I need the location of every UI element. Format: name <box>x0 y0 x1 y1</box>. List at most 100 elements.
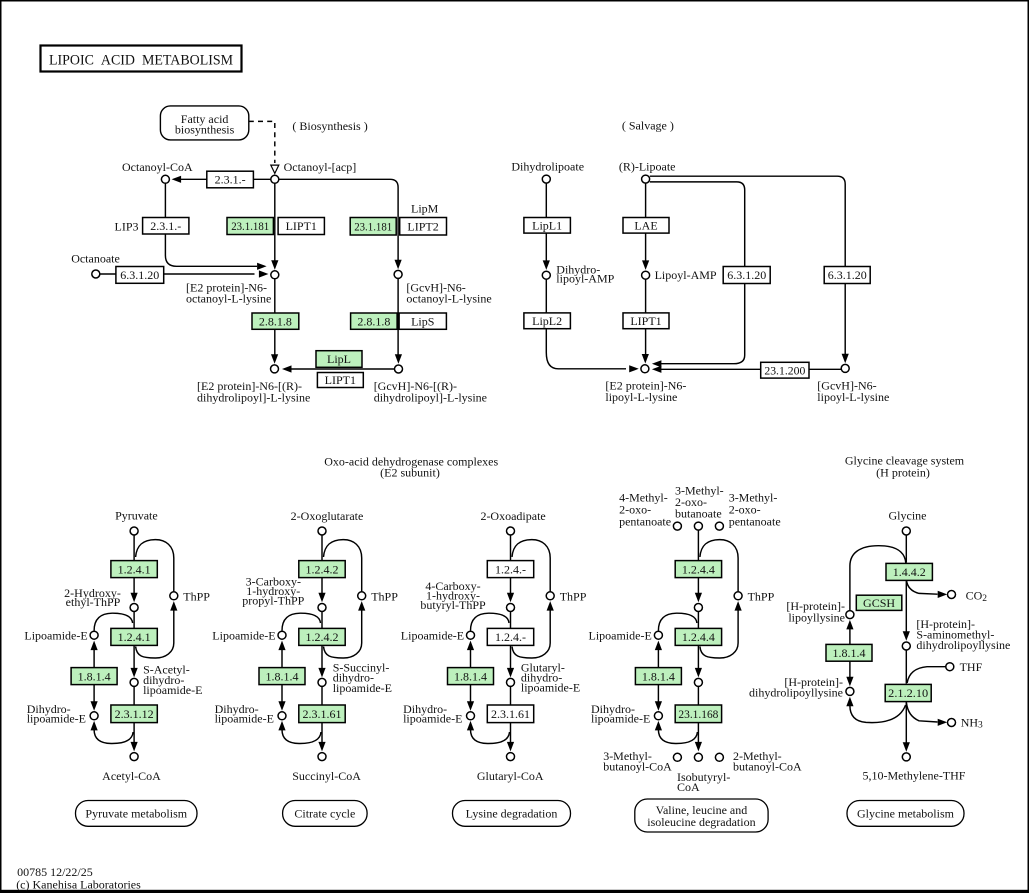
svg-text:Glutaryl-: Glutaryl- <box>521 660 565 674</box>
svg-text:Citrate cycle: Citrate cycle <box>294 807 355 821</box>
svg-text:2.3.1.-: 2.3.1.- <box>150 219 181 233</box>
svg-text:Dihydrolipoate: Dihydrolipoate <box>511 159 584 173</box>
svg-text:Succinyl-CoA: Succinyl-CoA <box>292 769 361 783</box>
svg-text:Dihydro-: Dihydro- <box>403 702 447 716</box>
svg-text:23.1.181: 23.1.181 <box>354 219 392 233</box>
svg-text:GCSH: GCSH <box>863 596 895 610</box>
svg-text:ThPP: ThPP <box>183 589 210 603</box>
svg-text:2-Hydroxy-: 2-Hydroxy- <box>64 586 121 600</box>
svg-text:6.3.1.20: 6.3.1.20 <box>727 268 766 282</box>
svg-text:Dihydro-: Dihydro- <box>591 702 635 716</box>
svg-text:1-hydroxy-: 1-hydroxy- <box>246 584 300 598</box>
svg-text:dihydrolipoyl]-L-lysine: dihydrolipoyl]-L-lysine <box>197 391 310 405</box>
svg-text:Isobutyryl-: Isobutyryl- <box>677 770 730 784</box>
svg-text:[H-protein]-: [H-protein]- <box>786 599 845 613</box>
svg-text:ethyl-ThPP: ethyl-ThPP <box>66 595 121 609</box>
svg-text:Lipoamide-E: Lipoamide-E <box>401 628 464 642</box>
svg-text:( Biosynthesis ): ( Biosynthesis ) <box>292 119 367 133</box>
svg-text:1.8.1.4: 1.8.1.4 <box>266 669 299 683</box>
svg-text:LAE: LAE <box>634 219 657 233</box>
svg-text:lipoamide-E: lipoamide-E <box>143 683 202 697</box>
svg-text:lipoyl-L-lysine: lipoyl-L-lysine <box>605 390 677 404</box>
svg-text:1.2.4.2: 1.2.4.2 <box>306 630 339 644</box>
svg-text:S-aminomethyl-: S-aminomethyl- <box>916 627 994 641</box>
svg-text:pentanoate: pentanoate <box>729 515 781 529</box>
svg-text:Pyruvate metabolism: Pyruvate metabolism <box>85 807 187 821</box>
svg-text:(c) Kanehisa Laboratories: (c) Kanehisa Laboratories <box>16 878 141 892</box>
svg-text:6.3.1.20: 6.3.1.20 <box>120 268 159 282</box>
svg-text:LIPT1: LIPT1 <box>286 219 317 233</box>
svg-text:LipS: LipS <box>411 314 434 328</box>
svg-text:butyryl-ThPP: butyryl-ThPP <box>420 598 486 612</box>
svg-text:Oxo-acid dehydrogenase complex: Oxo-acid dehydrogenase complexes <box>324 454 498 468</box>
svg-text:2-oxo-: 2-oxo- <box>619 503 651 517</box>
svg-text:(R)-Lipoate: (R)-Lipoate <box>619 159 676 173</box>
svg-text:23.1.181: 23.1.181 <box>231 219 269 233</box>
svg-text:LipL: LipL <box>327 352 351 366</box>
svg-text:[GcvH]-N6-: [GcvH]-N6- <box>817 379 876 393</box>
svg-text:1.2.4.1: 1.2.4.1 <box>118 562 151 576</box>
svg-text:Octanoyl-CoA: Octanoyl-CoA <box>122 160 193 174</box>
svg-text:1.2.4.4: 1.2.4.4 <box>682 630 715 644</box>
svg-text:Lipoamide-E: Lipoamide-E <box>588 628 651 642</box>
svg-text:LIPT1: LIPT1 <box>630 314 661 328</box>
svg-text:[E2 protein]-N6-: [E2 protein]-N6- <box>605 379 686 393</box>
svg-text:2-oxo-: 2-oxo- <box>675 495 707 509</box>
svg-text:dihydrolipoyllysine: dihydrolipoyllysine <box>916 638 1010 652</box>
svg-text:1.2.4.4: 1.2.4.4 <box>682 562 715 576</box>
svg-text:1.2.4.2: 1.2.4.2 <box>306 562 339 576</box>
svg-text:LIPT2: LIPT2 <box>407 219 438 233</box>
svg-text:[H-protein]-: [H-protein]- <box>784 675 843 689</box>
svg-text:2.3.1.-: 2.3.1.- <box>215 173 246 187</box>
svg-text:propyl-ThPP: propyl-ThPP <box>242 593 304 607</box>
svg-text:2.1.2.10: 2.1.2.10 <box>888 686 928 700</box>
svg-text:lipoamide-E: lipoamide-E <box>591 712 650 726</box>
svg-text:ThPP: ThPP <box>748 589 775 603</box>
svg-text:lipoamide-E: lipoamide-E <box>215 712 274 726</box>
svg-text:1-hydroxy-: 1-hydroxy- <box>426 589 480 603</box>
svg-text:2.8.1.8: 2.8.1.8 <box>259 314 292 328</box>
svg-text:1.8.1.4: 1.8.1.4 <box>454 669 487 683</box>
svg-text:ThPP: ThPP <box>371 589 398 603</box>
svg-text:LIP3: LIP3 <box>115 219 139 233</box>
svg-text:lipoamide-E: lipoamide-E <box>333 681 392 695</box>
svg-text:butanoate: butanoate <box>675 507 722 521</box>
svg-text:Octanoyl-[acp]: Octanoyl-[acp] <box>284 160 357 174</box>
svg-text:octanoyl-L-lysine: octanoyl-L-lysine <box>406 292 491 306</box>
svg-text:Pyruvate: Pyruvate <box>115 508 158 522</box>
svg-text:biosynthesis: biosynthesis <box>175 123 235 137</box>
svg-text:1.2.4.1: 1.2.4.1 <box>118 630 151 644</box>
svg-text:1.8.1.4: 1.8.1.4 <box>833 646 866 660</box>
svg-text:23.1.168: 23.1.168 <box>678 707 718 721</box>
svg-text:lipoyllysine: lipoyllysine <box>788 610 845 624</box>
svg-text:(H protein): (H protein) <box>876 466 930 480</box>
svg-text:Glycine metabolism: Glycine metabolism <box>857 807 955 821</box>
svg-text:Acetyl-CoA: Acetyl-CoA <box>102 769 161 783</box>
svg-text:LipM: LipM <box>411 202 439 216</box>
svg-text:Octanoate: Octanoate <box>71 252 120 266</box>
svg-text:butanoyl-CoA: butanoyl-CoA <box>603 759 672 773</box>
svg-text:2-Methyl-: 2-Methyl- <box>733 749 782 763</box>
svg-text:3-Methyl-: 3-Methyl- <box>729 491 778 505</box>
svg-text:2.3.1.12: 2.3.1.12 <box>115 707 154 721</box>
svg-text:THF: THF <box>960 660 983 674</box>
svg-text:Glycine: Glycine <box>889 508 927 522</box>
svg-text:[GcvH]-N6-: [GcvH]-N6- <box>406 281 465 295</box>
svg-text:[E2 protein]-N6-[(R)-: [E2 protein]-N6-[(R)- <box>197 379 302 393</box>
svg-text:3-Carboxy-: 3-Carboxy- <box>246 574 301 588</box>
svg-text:1.8.1.4: 1.8.1.4 <box>78 669 111 683</box>
svg-text:LipL2: LipL2 <box>532 314 562 328</box>
svg-text:NH3: NH3 <box>961 715 983 730</box>
svg-text:1.2.4.-: 1.2.4.- <box>495 630 526 644</box>
svg-text:Lipoyl-AMP: Lipoyl-AMP <box>655 268 717 282</box>
svg-text:lipoamide-E: lipoamide-E <box>27 712 86 726</box>
svg-text:(E2 subunit): (E2 subunit) <box>380 466 440 480</box>
svg-text:dihydro-: dihydro- <box>521 671 562 685</box>
svg-text:dihydrolipoyllysine: dihydrolipoyllysine <box>749 686 843 700</box>
svg-text:dihydrolipoyl]-L-lysine: dihydrolipoyl]-L-lysine <box>374 391 487 405</box>
svg-text:dihydro-: dihydro- <box>143 673 184 687</box>
svg-text:butanoyl-CoA: butanoyl-CoA <box>733 759 802 773</box>
svg-text:Lipoamide-E: Lipoamide-E <box>212 628 275 642</box>
svg-text:( Salvage ): ( Salvage ) <box>622 118 674 132</box>
svg-text:Lysine degradation: Lysine degradation <box>466 807 558 821</box>
